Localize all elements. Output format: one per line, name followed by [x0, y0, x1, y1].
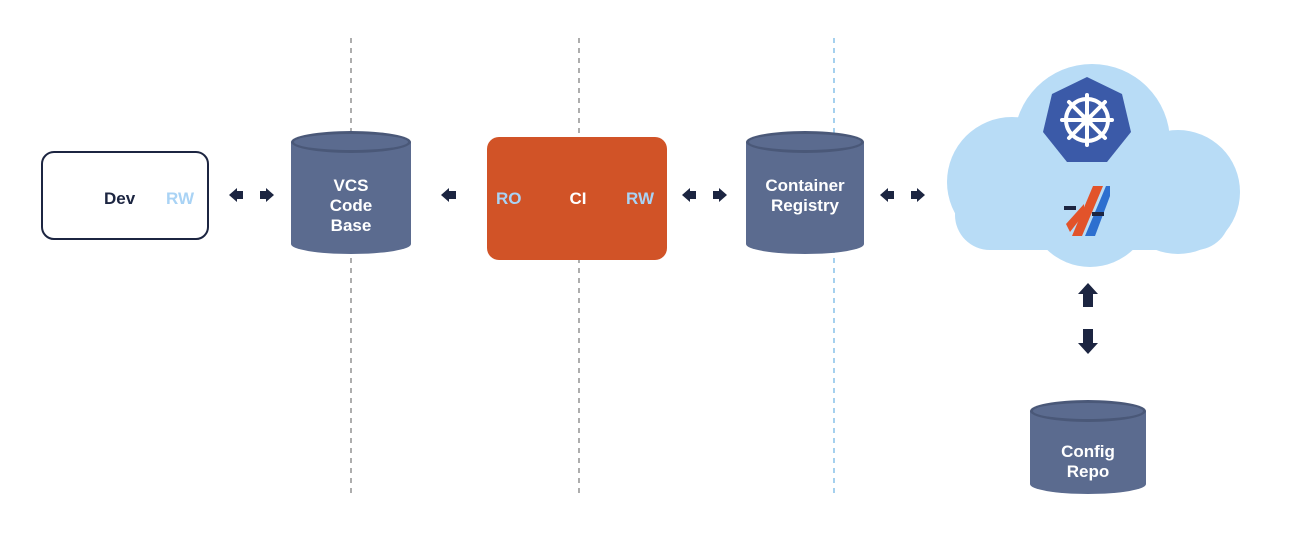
vcs-label-line2: Code	[330, 196, 373, 215]
dev-node: Dev RW	[41, 151, 209, 240]
dev-vcs-arrow	[229, 188, 274, 202]
ci-read-access-label: RO	[496, 189, 522, 208]
dev-access-label: RW	[166, 189, 195, 208]
config-repo-label-line1: Config	[1061, 442, 1115, 461]
registry-label-line2: Registry	[771, 196, 840, 215]
cloud-config-repo-arrow	[1078, 283, 1098, 354]
kubernetes-icon	[1043, 77, 1131, 162]
config-repo-label-line2: Repo	[1067, 462, 1110, 481]
ci-label: CI	[570, 189, 587, 208]
container-registry-node: Container Registry	[746, 131, 864, 254]
ci-to-vcs-arrow	[441, 188, 456, 202]
ci-write-access-label: RW	[626, 189, 655, 208]
flux-icon	[1064, 186, 1110, 236]
vcs-code-base-node: VCS Code Base	[291, 131, 411, 254]
ci-registry-arrow	[682, 188, 727, 202]
ci-node: RO CI RW	[487, 137, 667, 260]
config-repo-node: Config Repo	[1030, 400, 1146, 494]
dev-label: Dev	[104, 189, 136, 208]
registry-cloud-arrow	[880, 188, 925, 202]
cloud-node	[947, 64, 1240, 267]
registry-label-line1: Container	[765, 176, 845, 195]
vcs-label-line3: Base	[331, 216, 372, 235]
vcs-label-line1: VCS	[334, 176, 369, 195]
